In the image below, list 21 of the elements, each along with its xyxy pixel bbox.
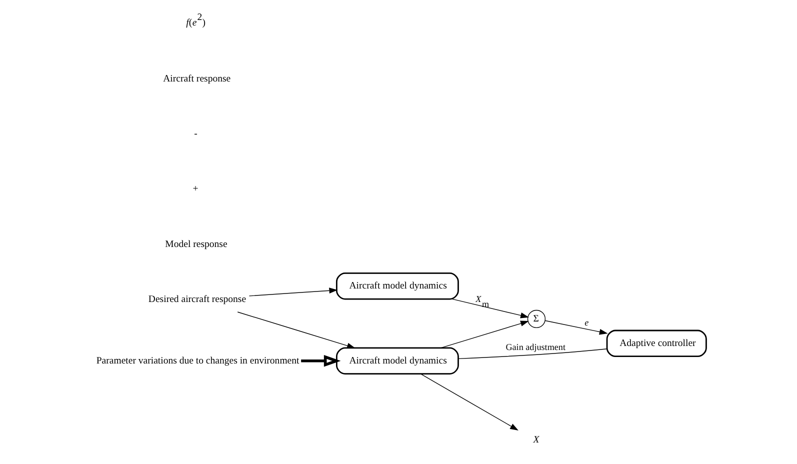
arrow	[248, 288, 338, 296]
node-box: Adaptive controller	[606, 330, 707, 358]
node-text: Desired aircraft response	[148, 294, 246, 305]
arrow	[420, 374, 518, 430]
label: -	[194, 128, 198, 140]
arrow	[301, 355, 341, 367]
connector	[458, 348, 608, 360]
label: Aircraft response	[163, 73, 231, 84]
label: Model response	[165, 238, 228, 250]
edge-label: e	[584, 318, 589, 328]
arrow	[237, 312, 356, 349]
node-text: Parameter variations due to changes in environment	[96, 355, 300, 366]
node-box: Aircraft model dynamics	[336, 272, 459, 300]
label: +	[192, 184, 198, 195]
arrow	[544, 320, 608, 335]
arrow	[452, 298, 529, 318]
node-box: Aircraft model dynamics	[336, 347, 459, 374]
node-circle: Σ	[527, 310, 546, 328]
edge-label: Gain adjustment	[506, 342, 566, 352]
arrow	[440, 320, 529, 348]
node-text: X	[533, 434, 540, 446]
